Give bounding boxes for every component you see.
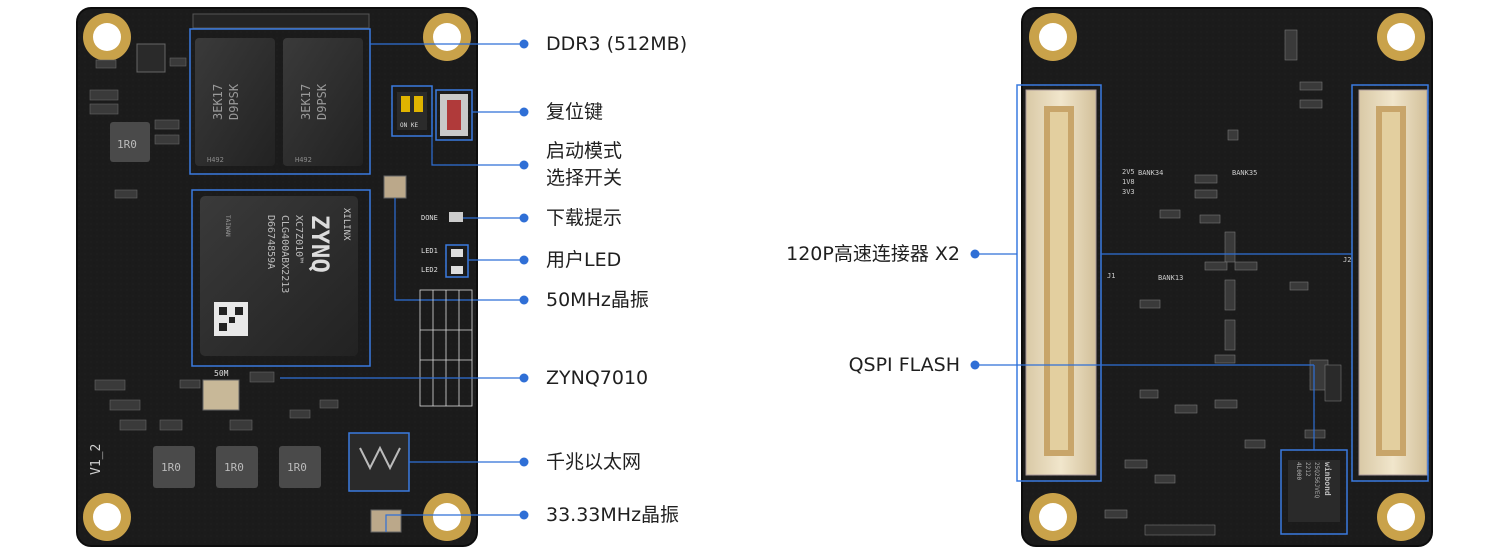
smd-parts bbox=[89, 57, 339, 431]
callout-osc33: 33.33MHz晶振 bbox=[546, 504, 680, 526]
callout-eth: 千兆以太网 bbox=[546, 451, 642, 473]
ddr-chip-2-line2: D9PSK bbox=[315, 83, 329, 120]
ic-small bbox=[136, 43, 166, 73]
top-pad-row bbox=[192, 13, 370, 29]
zynq-highlight bbox=[191, 189, 371, 367]
inductor-label-3: 1R0 bbox=[287, 461, 307, 474]
zynq-chip: XILINX ZYNQ XC7Z010™ CLG400ABX2213 D6674… bbox=[200, 196, 358, 356]
zynq-logo: ZYNQ bbox=[306, 215, 334, 273]
connector-j2 bbox=[1358, 89, 1428, 476]
osc-mark: 50M bbox=[214, 369, 229, 378]
flash-line-3: 4L000 bbox=[1295, 462, 1302, 480]
mounting-hole bbox=[83, 13, 131, 61]
connector-j1-highlight bbox=[1016, 84, 1102, 482]
flash-line-2: 2212 bbox=[1304, 462, 1311, 477]
inductor bbox=[110, 122, 150, 162]
qspi-flash-chip bbox=[1288, 460, 1340, 522]
left-leader-lines bbox=[280, 43, 520, 532]
mounting-hole bbox=[423, 13, 471, 61]
zynq-brand: XILINX bbox=[341, 208, 351, 241]
callout-boot: 启动模式 选择开关 bbox=[546, 140, 623, 189]
j1-label: J1 bbox=[1107, 272, 1115, 280]
flash-brand: winbond bbox=[1323, 462, 1333, 496]
j2-label: J2 bbox=[1343, 256, 1351, 264]
right-leader-lines bbox=[975, 253, 1352, 450]
inductor-label: 1R0 bbox=[117, 138, 137, 151]
ddr3-chip: 3EK17 D9PSK H492 bbox=[283, 38, 363, 166]
ddr-chip-2-line1: 3EK17 bbox=[299, 84, 313, 120]
ddr3-chip: 3EK17 D9PSK H492 bbox=[195, 38, 275, 166]
ddr-chip-1-small: H492 bbox=[207, 156, 224, 164]
led-highlight bbox=[445, 244, 469, 278]
bank34-label: BANK34 bbox=[1138, 169, 1163, 177]
mounting-hole bbox=[1377, 13, 1425, 61]
led1-label: LED1 bbox=[421, 247, 438, 255]
right-leader-dots bbox=[970, 249, 980, 370]
callout-done: 下载提示 bbox=[546, 207, 623, 229]
zynq-taiwan: TAIWAN bbox=[224, 215, 231, 237]
zynq-line-2: CLG400ABX2213 bbox=[279, 215, 290, 293]
inductor-label-2: 1R0 bbox=[224, 461, 244, 474]
ethernet-phy bbox=[348, 432, 410, 492]
front-board: 3EK17 D9PSK H492 3EK17 D9PSK H492 1R0 V1… bbox=[76, 7, 520, 547]
callout-connector: 120P高速连接器 X2 bbox=[786, 243, 960, 265]
back-smd-parts bbox=[1104, 29, 1342, 536]
zynq-line-1: XC7Z010™ bbox=[293, 215, 304, 263]
done-label: DONE bbox=[421, 214, 438, 222]
left-leader-dots bbox=[519, 39, 529, 520]
ddr-chip-1-line2: D9PSK bbox=[227, 83, 241, 120]
inductor-label-1: 1R0 bbox=[161, 461, 181, 474]
done-led bbox=[449, 212, 463, 222]
bank13-label: BANK13 bbox=[1158, 274, 1183, 282]
mounting-hole bbox=[1029, 13, 1077, 61]
inductor-row bbox=[153, 446, 321, 488]
mounting-hole bbox=[83, 493, 131, 541]
mounting-hole bbox=[423, 493, 471, 541]
callout-qspi: QSPI FLASH bbox=[848, 354, 960, 376]
flash-line-1: 25Q256JVEQ bbox=[1313, 462, 1320, 499]
reset-key-highlight bbox=[435, 89, 473, 141]
ddr3-highlight bbox=[189, 28, 371, 175]
boot-table bbox=[419, 289, 473, 407]
boot-switch-label: ON KE bbox=[400, 122, 418, 129]
callout-zynq: ZYNQ7010 bbox=[546, 367, 649, 389]
connector-j2-highlight bbox=[1351, 84, 1429, 482]
back-pcb bbox=[1021, 7, 1433, 547]
back-board: J1 J2 BANK34 BANK35 BANK13 2V5 1V8 3V3 bbox=[1016, 7, 1433, 547]
connector-j1 bbox=[1025, 89, 1097, 476]
ddr-chip-1-line1: 3EK17 bbox=[211, 84, 225, 120]
reset-key-button bbox=[447, 100, 461, 130]
callout-reset: 复位键 bbox=[546, 101, 604, 123]
callout-ddr3: DDR3 (512MB) bbox=[546, 33, 688, 55]
volt-label-b: 1V8 bbox=[1122, 178, 1135, 186]
osc50-leader bbox=[394, 198, 520, 301]
ddr-chip-2-small: H492 bbox=[295, 156, 312, 164]
version-label: V1_2 bbox=[89, 444, 104, 475]
led2-label: LED2 bbox=[421, 266, 438, 274]
realtek-logo bbox=[359, 445, 401, 471]
volt-label-a: 2V5 bbox=[1122, 168, 1135, 176]
bank35-label: BANK35 bbox=[1232, 169, 1257, 177]
mounting-hole bbox=[1029, 493, 1077, 541]
callout-osc50: 50MHz晶振 bbox=[546, 289, 649, 311]
zynq-line-3: D6674859A bbox=[265, 215, 276, 269]
osc-50m-bottom bbox=[202, 379, 240, 411]
callout-led: 用户LED bbox=[546, 249, 622, 271]
volt-label-c: 3V3 bbox=[1122, 188, 1135, 196]
mounting-hole bbox=[1377, 493, 1425, 541]
osc-50m bbox=[383, 175, 407, 199]
